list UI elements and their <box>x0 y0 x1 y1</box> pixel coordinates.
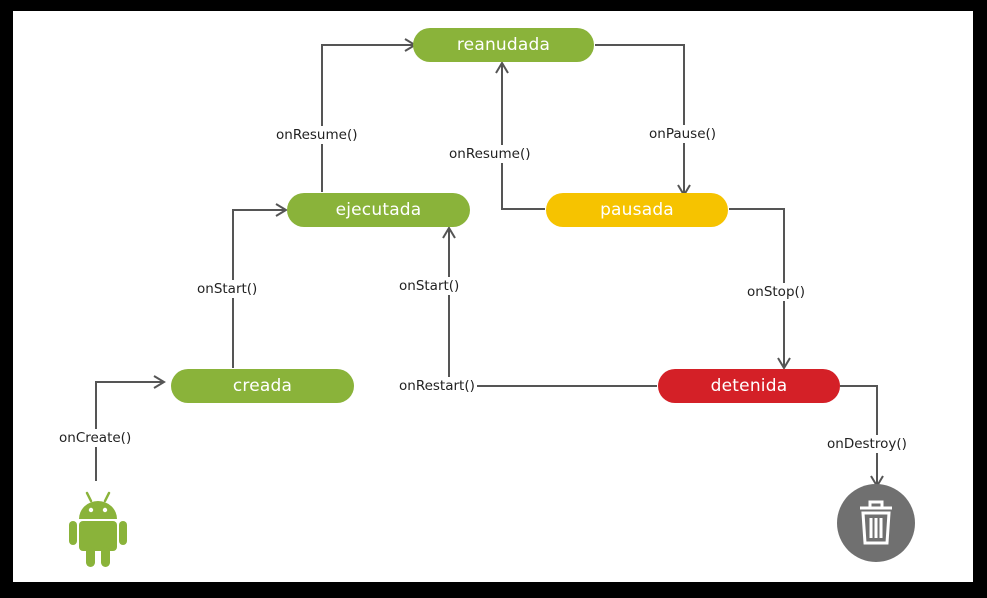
label-on-resume-middle: onResume() <box>447 145 533 163</box>
label-on-resume-left: onResume() <box>274 126 360 144</box>
label-on-start-left: onStart() <box>195 280 260 298</box>
state-detenida: detenida <box>658 369 840 403</box>
arrow-detenida-to-ejecutada <box>442 226 657 387</box>
arrow-pausada-to-reanudada <box>495 61 545 210</box>
android-robot-icon <box>69 491 127 567</box>
label-on-start-middle: onStart() <box>397 277 462 295</box>
arrow-ejecutada-to-reanudada <box>321 38 417 192</box>
arrow-creada-to-ejecutada <box>232 203 288 368</box>
arrow-android-to-creada <box>95 375 166 481</box>
diagram-frame: reanudada ejecutada pausada creada deten… <box>13 11 973 582</box>
label-on-create: onCreate() <box>57 429 134 447</box>
trash-icon <box>837 484 915 562</box>
label-on-destroy: onDestroy() <box>825 435 909 453</box>
state-reanudada: reanudada <box>413 28 594 62</box>
lifecycle-connectors <box>95 38 884 488</box>
label-on-pause: onPause() <box>647 125 719 143</box>
state-creada: creada <box>171 369 354 403</box>
state-pausada: pausada <box>546 193 728 227</box>
label-on-restart: onRestart() <box>397 377 477 395</box>
state-ejecutada: ejecutada <box>287 193 470 227</box>
arrow-pausada-to-detenida <box>729 208 791 370</box>
label-on-stop: onStop() <box>745 283 808 301</box>
arrow-reanudada-to-pausada <box>595 44 691 197</box>
